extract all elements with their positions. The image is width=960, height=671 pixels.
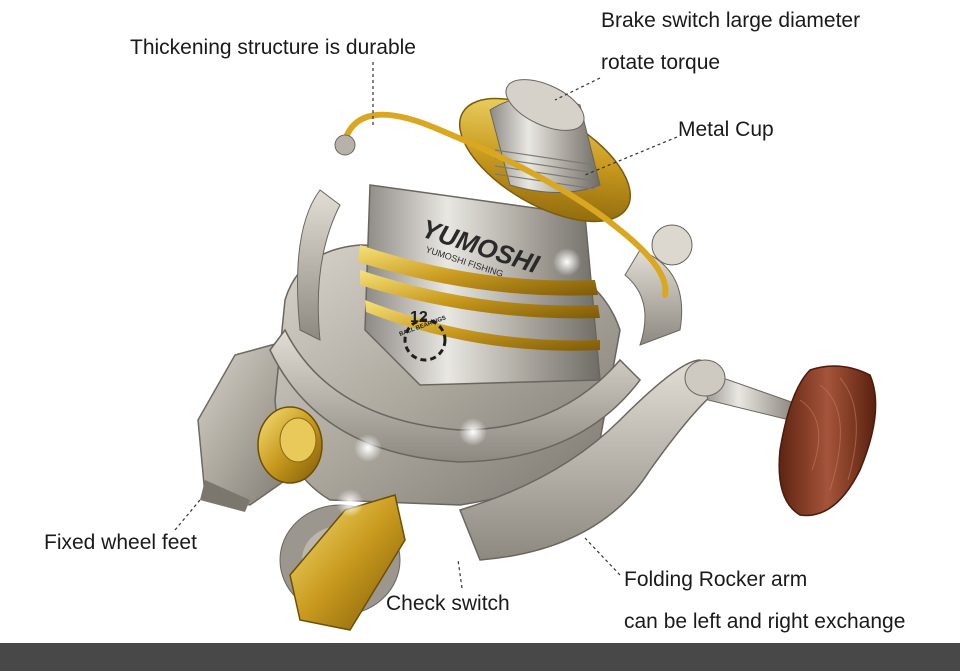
side-gold-knob [257, 406, 323, 484]
callout-rocker-line1: Folding Rocker arm [624, 568, 808, 591]
callout-leader-lines [174, 62, 678, 589]
callout-brake-line2: rotate torque [601, 51, 721, 74]
callout-thickening: Thickening structure is durable [130, 36, 416, 59]
bail-wire [334, 111, 693, 298]
highlight-glows [336, 248, 581, 517]
wooden-handle-knob [778, 365, 877, 517]
front-gold-plate [289, 494, 406, 631]
callout-metal-cup: Metal Cup [678, 118, 774, 141]
callout-brake-line1: Brake switch large diameter [601, 9, 861, 32]
bearings-number: 12 [410, 309, 428, 326]
callout-fixed-wheel: Fixed wheel feet [44, 531, 197, 554]
footer-bar [0, 643, 960, 671]
spool: YUMOSHI YUMOSHI FISHING 12 BALL BEARINGS [358, 184, 601, 386]
rotor-arms [269, 189, 683, 463]
callout-rocker-line2: can be left and right exchange [624, 610, 906, 633]
rocker-arm [458, 359, 811, 561]
spool-top-cup [458, 79, 632, 223]
bearings-badge-ring [403, 318, 447, 362]
callout-check-switch: Check switch [386, 592, 510, 615]
